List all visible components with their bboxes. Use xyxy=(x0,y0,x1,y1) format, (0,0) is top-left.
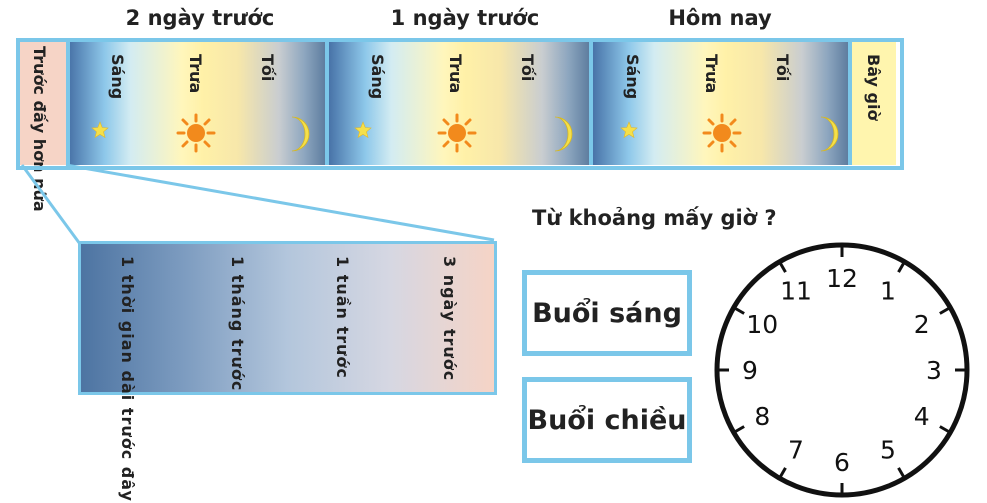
header-1-day-ago: 1 ngày trước xyxy=(390,6,540,30)
clock-number: 10 xyxy=(746,310,778,339)
header-2-days-ago: 2 ngày trước xyxy=(125,6,275,30)
star-icon xyxy=(91,121,109,139)
clock-number: 9 xyxy=(742,356,758,385)
morning-label: Sáng xyxy=(368,54,387,100)
clock-number: 1 xyxy=(880,276,896,305)
day-panel-today[interactable] xyxy=(593,41,848,165)
star-icon xyxy=(354,121,372,139)
sun-icon xyxy=(437,113,477,153)
clock-tick xyxy=(939,425,952,435)
morning-option-button[interactable]: Buổi sáng xyxy=(522,270,692,356)
evening-label: Tối xyxy=(258,54,277,82)
question-title: Từ khoảng mấy giờ ? xyxy=(532,206,777,230)
timeline-frame xyxy=(16,38,904,170)
sun-icon xyxy=(176,113,216,153)
clock-tick xyxy=(939,305,952,315)
evening-label: Tối xyxy=(518,54,537,82)
separator xyxy=(325,41,329,165)
clock-number: 4 xyxy=(914,402,930,431)
day-panel-1-day-ago[interactable] xyxy=(329,41,589,165)
zoom-panel[interactable] xyxy=(78,241,497,395)
earlier-label: Trước đấy hơn nữa xyxy=(30,46,49,212)
clock-number: 11 xyxy=(780,276,812,305)
noon-label: Trưa xyxy=(186,54,205,94)
afternoon-option-button[interactable]: Buổi chiều xyxy=(522,377,692,463)
clock-tick xyxy=(897,467,907,480)
header-today: Hôm nay xyxy=(668,6,772,30)
clock-number: 8 xyxy=(754,402,770,431)
clock-tick xyxy=(777,467,787,480)
sun-icon xyxy=(702,113,742,153)
morning-label: Sáng xyxy=(108,54,127,100)
clock-number: 7 xyxy=(788,436,804,465)
noon-label: Trưa xyxy=(702,54,721,94)
clock-tick xyxy=(732,425,745,435)
three-days-ago-label: 3 ngày trước xyxy=(440,256,459,382)
now-label: Bây giờ xyxy=(864,54,883,121)
clock-tick xyxy=(897,260,907,273)
star-icon xyxy=(620,121,638,139)
afternoon-option-label: Buổi chiều xyxy=(527,404,687,436)
evening-label: Tối xyxy=(773,54,792,82)
earlier-cell[interactable] xyxy=(20,41,69,165)
morning-label: Sáng xyxy=(623,54,642,100)
clock-number: 2 xyxy=(914,310,930,339)
moon-icon xyxy=(820,116,839,152)
separator xyxy=(66,41,70,165)
separator xyxy=(848,41,852,165)
moon-icon xyxy=(291,116,310,152)
clock-tick xyxy=(732,305,745,315)
clock-tick xyxy=(777,260,787,273)
long-ago-label: 1 thời gian dài trước đây xyxy=(118,256,137,502)
one-month-ago-label: 1 tháng trước xyxy=(228,256,247,392)
clock-number: 3 xyxy=(926,356,942,385)
clock-number: 12 xyxy=(826,264,858,293)
morning-option-label: Buổi sáng xyxy=(532,297,682,329)
clock-number: 5 xyxy=(880,436,896,465)
separator xyxy=(589,41,593,165)
moon-icon xyxy=(554,116,573,152)
now-cell[interactable] xyxy=(852,41,896,165)
noon-label: Trưa xyxy=(446,54,465,94)
one-week-ago-label: 1 tuần trước xyxy=(333,256,352,379)
clock-number: 6 xyxy=(834,448,850,477)
